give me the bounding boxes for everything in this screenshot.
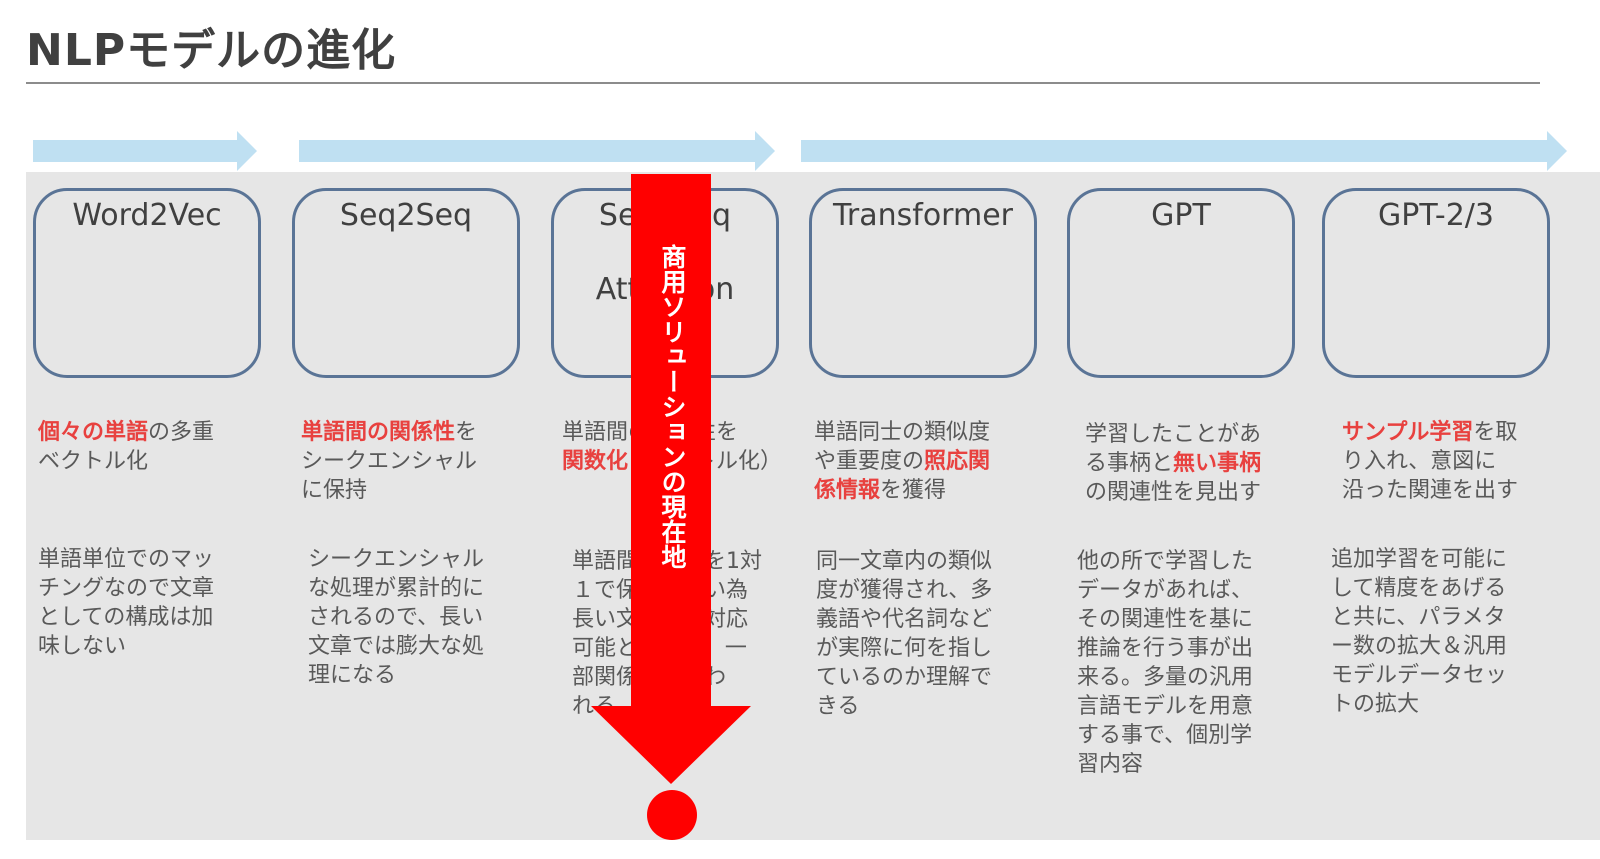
page-title: NLPモデルの進化 xyxy=(26,25,397,76)
note-line: して精度をあげる xyxy=(1331,576,1507,601)
note-line: する事で、個別学 xyxy=(1077,723,1253,748)
model-description-gpt: 学習したことがある事柄と無い事柄の関連性を見出す xyxy=(1085,420,1261,507)
description-line: の関連性を見出す xyxy=(1085,478,1261,507)
description-line: サンプル学習を取 xyxy=(1342,418,1518,447)
timeline-arrow-3 xyxy=(801,131,1567,171)
description-line: る事柄と無い事柄 xyxy=(1085,449,1261,478)
description-text: の多重 xyxy=(148,420,215,445)
description-text: の関連性を見出す xyxy=(1085,480,1262,505)
highlight-text: 関数化 xyxy=(562,449,629,474)
note-line: 言語モデルを用意 xyxy=(1077,694,1254,719)
model-box-gpt: GPT xyxy=(1067,188,1295,378)
note-line: されるので、長い xyxy=(308,605,484,630)
note-line: 文章では膨大な処 xyxy=(308,634,485,659)
model-name: Transformer xyxy=(832,198,1013,233)
model-name: Word2Vec xyxy=(72,198,222,233)
current-position-label: 商用ソリューションの現在地 xyxy=(658,244,687,569)
description-line: シークエンシャル xyxy=(301,447,477,476)
description-line: り入れ、意図に xyxy=(1342,447,1518,476)
note-line: シークエンシャル xyxy=(308,547,485,572)
model-description-word2vec: 個々の単語の多重ベクトル化 xyxy=(38,418,214,476)
description-text: ベクトル化 xyxy=(38,449,149,474)
model-box-gpt-2-3: GPT-2/3 xyxy=(1322,188,1550,378)
description-text: 学習したことがあ xyxy=(1085,422,1262,447)
highlight-text: 係情報 xyxy=(814,478,881,503)
model-box-seq2seq: Seq2Seq xyxy=(292,188,520,378)
highlight-text: 照応関 xyxy=(924,449,991,474)
note-line: 推論を行う事が出 xyxy=(1077,636,1254,661)
timeline-arrow-1 xyxy=(33,131,257,171)
marker-dot xyxy=(647,790,697,840)
note-line: ー数の拡大＆汎用 xyxy=(1331,634,1508,659)
note-line: 単語単位でのマッ xyxy=(38,547,215,572)
model-name: GPT-2/3 xyxy=(1377,198,1494,233)
note-line: 来る。多量の汎用 xyxy=(1077,665,1254,690)
model-name: GPT xyxy=(1151,198,1211,233)
marker-shaft xyxy=(631,174,711,708)
note-line: と共に、パラメタ xyxy=(1331,605,1506,630)
model-note-word2vec: 単語単位でのマッチングなので文章としての構成は加味しない xyxy=(38,545,214,661)
description-line: 沿った関連を出す xyxy=(1342,476,1518,505)
note-line: な処理が累計的に xyxy=(308,576,485,601)
model-note-gpt: 他の所で学習したデータがあれば、その関連性を基に推論を行う事が出来る。多量の汎用… xyxy=(1077,547,1253,779)
description-text: を獲得 xyxy=(880,478,947,503)
model-note-seq2seq: シークエンシャルな処理が累計的にされるので、長い文章では膨大な処理になる xyxy=(308,545,484,690)
description-text: 単語同士の類似度 xyxy=(814,420,991,445)
description-text: り入れ、意図に xyxy=(1342,449,1497,474)
model-description-transformer: 単語同士の類似度や重要度の照応関係情報を獲得 xyxy=(814,418,990,505)
highlight-text: 個々の単語 xyxy=(38,420,149,445)
model-box-transformer: Transformer xyxy=(809,188,1037,378)
description-text: や重要度の xyxy=(814,449,925,474)
note-line: 追加学習を可能に xyxy=(1331,547,1508,572)
description-text: 沿った関連を出す xyxy=(1342,478,1519,503)
description-line: ベクトル化 xyxy=(38,447,214,476)
note-line: 理になる xyxy=(308,663,397,688)
description-line: や重要度の照応関 xyxy=(814,447,990,476)
note-line: 他の所で学習した xyxy=(1077,549,1254,574)
description-line: 単語間の関係性を xyxy=(301,418,477,447)
highlight-text: 単語間の関係性 xyxy=(301,420,456,445)
description-text: シークエンシャル xyxy=(301,449,478,474)
description-line: 係情報を獲得 xyxy=(814,476,990,505)
description-line: 学習したことがあ xyxy=(1085,420,1261,449)
model-note-transformer: 同一文章内の類似度が獲得され、多義語や代名詞などが実際に何を指しているのか理解で… xyxy=(816,547,992,721)
note-line: 味しない xyxy=(38,634,127,659)
note-line: 義語や代名詞など xyxy=(816,607,993,632)
marker-arrowhead xyxy=(591,706,751,784)
description-text: を取 xyxy=(1473,420,1518,445)
model-panel xyxy=(26,172,1600,840)
note-line: が実際に何を指し xyxy=(816,636,993,661)
note-line: ているのか理解で xyxy=(816,665,993,690)
description-line: 単語同士の類似度 xyxy=(814,418,990,447)
note-line: としての構成は加 xyxy=(38,605,214,630)
title-divider xyxy=(26,82,1540,84)
model-note-gpt-2-3: 追加学習を可能にして精度をあげると共に、パラメター数の拡大＆汎用モデルデータセッ… xyxy=(1331,545,1507,719)
note-line: モデルデータセッ xyxy=(1331,663,1508,688)
note-line: データがあれば、 xyxy=(1077,578,1254,603)
model-description-seq2seq: 単語間の関係性をシークエンシャルに保持 xyxy=(301,418,477,505)
timeline-arrows xyxy=(33,131,1567,171)
note-line: 度が獲得され、多 xyxy=(816,578,993,603)
note-line: 習内容 xyxy=(1077,752,1144,777)
description-text: に保持 xyxy=(301,478,368,503)
model-description-gpt-2-3: サンプル学習を取り入れ、意図に沿った関連を出す xyxy=(1342,418,1518,505)
highlight-text: 無い事柄 xyxy=(1173,451,1262,476)
note-line: トの拡大 xyxy=(1331,692,1420,717)
timeline-arrow-2 xyxy=(299,131,775,171)
description-line: 個々の単語の多重 xyxy=(38,418,214,447)
note-line: 同一文章内の類似 xyxy=(816,549,993,574)
description-text: る事柄と xyxy=(1085,451,1174,476)
note-line: チングなので文章 xyxy=(38,576,215,601)
description-line: に保持 xyxy=(301,476,477,505)
highlight-text: サンプル学習 xyxy=(1342,420,1474,445)
description-text: を xyxy=(455,420,478,445)
note-line: きる xyxy=(816,694,860,719)
model-box-word2vec: Word2Vec xyxy=(33,188,261,378)
model-name: Seq2Seq xyxy=(339,198,473,233)
note-line: その関連性を基に xyxy=(1077,607,1254,632)
